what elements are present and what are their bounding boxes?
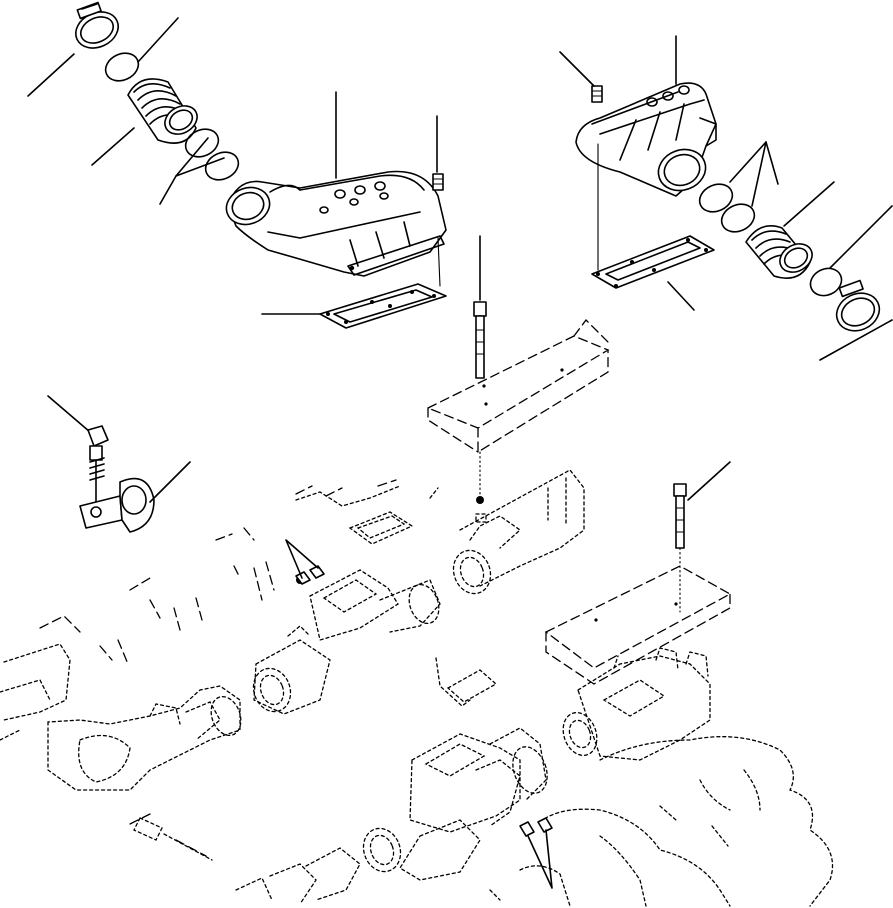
- right-seal-ring-1: [698, 183, 734, 213]
- left-hose-clamp: [75, 1, 119, 49]
- upper-bolt: [473, 235, 487, 379]
- lower-bracket: [544, 565, 732, 685]
- lower-bolt: [673, 483, 687, 549]
- right-manifold-bolt: [591, 85, 603, 103]
- left-exhaust-manifold: [225, 170, 447, 277]
- right-manifold-gasket: [591, 235, 715, 289]
- engine-nuts-lower: [519, 817, 553, 837]
- left-seal-ring-1: [104, 52, 140, 82]
- right-seal-ring-3: [809, 267, 843, 297]
- left-manifold-bolt: [432, 173, 444, 191]
- upper-bracket: [426, 319, 611, 454]
- pipe-clip-leader: [149, 461, 191, 503]
- right-seal-ring-2: [720, 203, 756, 233]
- left-gasket-guide-line: [437, 237, 441, 287]
- lower-bolt-leader: [687, 461, 731, 501]
- left-seal-ring-2: [184, 128, 220, 158]
- left-seal-ring-3: [204, 151, 240, 181]
- right-hose-clamp: [835, 279, 881, 332]
- pipe-clip: [79, 477, 155, 533]
- right-rubber-bellows: [745, 225, 813, 279]
- engine-nuts-upper: [295, 565, 325, 585]
- left-manifold-gasket: [319, 283, 447, 329]
- engine-callout-leaders: [285, 539, 553, 889]
- right-exhaust-manifold: [575, 82, 717, 197]
- left-rubber-bellows: [127, 78, 198, 144]
- engine-phantom-outline: [0, 469, 834, 907]
- left-top-leaders: [27, 17, 438, 315]
- clip-bolt: [47, 395, 109, 505]
- right-top-leaders: [559, 35, 893, 361]
